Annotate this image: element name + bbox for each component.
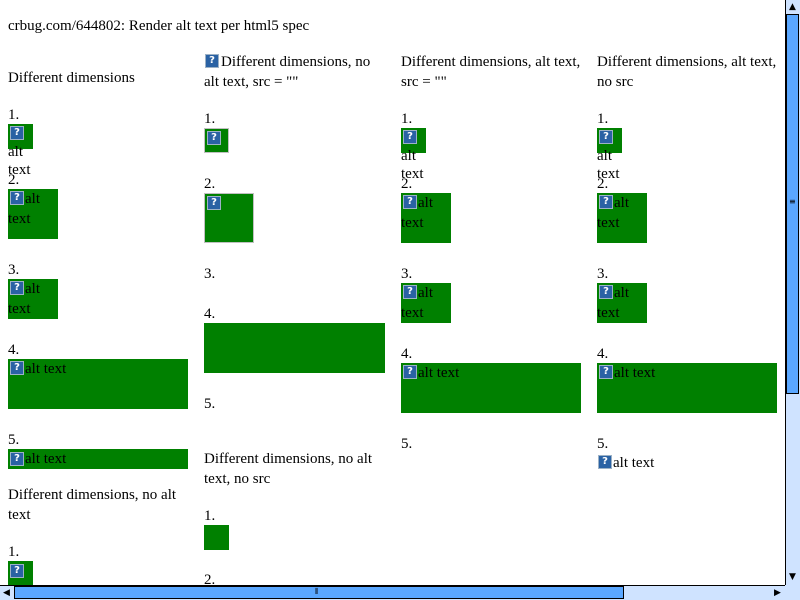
alt-text: alt [25, 191, 40, 207]
image-box [597, 363, 777, 413]
alt-text: text [597, 305, 620, 321]
broken-image-icon: ? [599, 195, 613, 209]
section-heading: Different dimensions, no alt text, src =… [204, 54, 371, 90]
item-number: 4. [597, 346, 609, 362]
grip-icon: ≡ [789, 197, 796, 206]
broken-image-icon: ? [207, 196, 221, 210]
scroll-left-arrow-icon[interactable]: ◀ [3, 587, 10, 598]
image-box [8, 359, 188, 409]
alt-text: text [401, 215, 424, 231]
broken-image-icon: ? [10, 191, 24, 205]
section-heading: Different dimensions, alt text, no src [597, 54, 777, 90]
item-number: 1. [401, 111, 413, 127]
item-number: 1. [8, 107, 20, 123]
item-number: 3. [597, 266, 609, 282]
broken-image-icon: ? [10, 281, 24, 295]
broken-image-icon: ? [10, 452, 24, 466]
alt-text: text [401, 305, 424, 321]
alt-text: alt text [614, 365, 656, 381]
broken-image-icon: ? [10, 564, 24, 578]
item-number: 2. [204, 176, 216, 192]
alt-text: text [8, 162, 31, 178]
broken-image-icon: ? [207, 131, 221, 145]
broken-image-icon: ? [403, 285, 417, 299]
alt-text: alt [614, 285, 629, 301]
item-number: 3. [8, 262, 20, 278]
broken-image-icon: ? [598, 455, 612, 469]
item-number: 3. [204, 266, 216, 282]
item-number: 1. [8, 544, 20, 560]
alt-text: alt text [25, 361, 67, 377]
alt-text: alt [8, 144, 23, 160]
item-number: 2. [8, 172, 20, 188]
scroll-down-arrow-icon[interactable]: ▼ [789, 571, 796, 582]
section-heading: Different dimensions, no alt text, no sr… [204, 451, 373, 487]
alt-text: alt text [418, 365, 460, 381]
alt-text: alt text [613, 455, 655, 471]
item-number: 5. [401, 436, 413, 452]
broken-image-icon: ? [403, 195, 417, 209]
alt-text: text [401, 166, 424, 182]
alt-text: alt [401, 148, 416, 164]
item-number: 5. [8, 432, 20, 448]
section-heading: Different dimensions, alt text, src = "" [401, 54, 581, 90]
image-box [401, 363, 581, 413]
vertical-scroll-thumb[interactable] [786, 14, 799, 394]
grip-icon: ⦀ [315, 587, 319, 596]
broken-image-icon: ? [205, 54, 219, 68]
item-number: 3. [401, 266, 413, 282]
page-viewport: crbug.com/644802: Render alt text per ht… [8, 18, 777, 585]
broken-image-icon: ? [599, 365, 613, 379]
broken-image-icon: ? [10, 361, 24, 375]
section-heading: Different dimensions, no alt text [8, 487, 177, 523]
image-box [204, 323, 385, 373]
alt-text: alt [597, 148, 612, 164]
item-number: 1. [204, 111, 216, 127]
image-box [8, 449, 188, 469]
broken-image-icon: ? [10, 126, 24, 140]
broken-image-icon: ? [403, 365, 417, 379]
alt-text: alt [418, 195, 433, 211]
item-number: 2. [401, 176, 413, 192]
alt-text: alt [614, 195, 629, 211]
page-title: crbug.com/644802: Render alt text per ht… [8, 18, 310, 34]
item-number: 1. [597, 111, 609, 127]
item-number: 4. [401, 346, 413, 362]
alt-text: text [8, 301, 31, 317]
broken-image-icon: ? [599, 285, 613, 299]
horizontal-scroll-thumb[interactable] [14, 586, 624, 599]
alt-text: alt [418, 285, 433, 301]
scrollbar-corner [785, 585, 800, 600]
alt-text: text [8, 211, 31, 227]
item-number: 2. [204, 572, 216, 585]
broken-image-icon: ? [403, 130, 417, 144]
item-number: 5. [204, 396, 216, 412]
item-number: 4. [8, 342, 20, 358]
image-box [204, 525, 229, 550]
item-number: 2. [597, 176, 609, 192]
scroll-up-arrow-icon[interactable]: ▲ [789, 1, 796, 12]
scroll-right-arrow-icon[interactable]: ▶ [774, 587, 781, 598]
alt-text: alt [25, 281, 40, 297]
broken-image-icon: ? [599, 130, 613, 144]
section-heading: Different dimensions [8, 70, 135, 86]
item-number: 1. [204, 508, 216, 524]
alt-text: text [597, 166, 620, 182]
item-number: 5. [597, 436, 609, 452]
item-number: 4. [204, 306, 216, 322]
alt-text: alt text [25, 451, 67, 467]
alt-text: text [597, 215, 620, 231]
